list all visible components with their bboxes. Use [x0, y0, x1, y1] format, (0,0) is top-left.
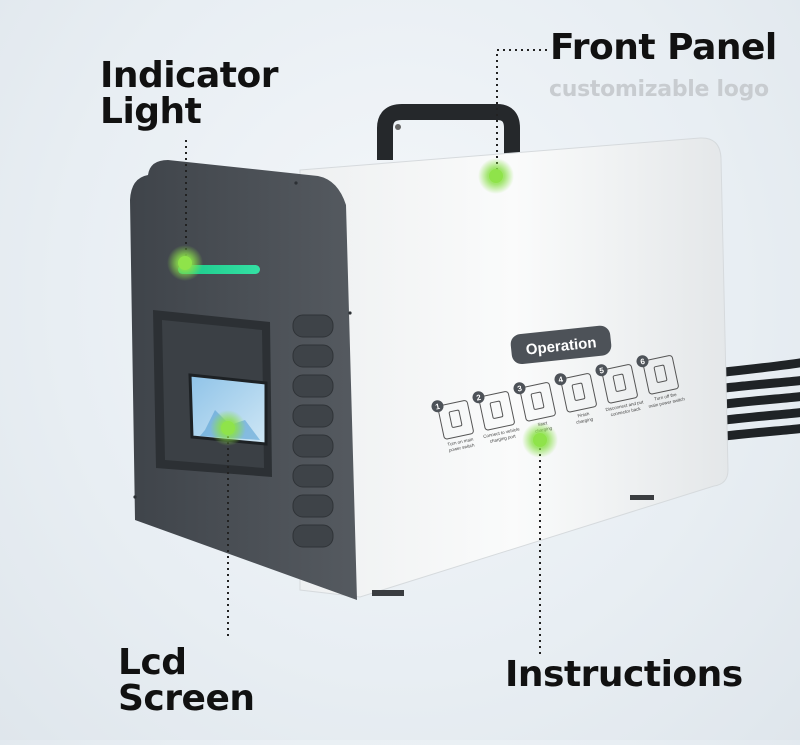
operation-badge: Operation: [510, 325, 612, 365]
step-card: [519, 382, 556, 422]
step-pictogram-icon: [571, 382, 586, 401]
step-card: [478, 391, 515, 431]
step-card: [437, 400, 474, 440]
step-pictogram-icon: [489, 400, 504, 419]
step-card: [642, 355, 679, 395]
step-number: 4: [557, 375, 564, 385]
step-pictogram-icon: [612, 373, 627, 392]
foot: [372, 590, 404, 596]
step-number-badge: [595, 364, 608, 377]
step-number-badge: [554, 373, 567, 386]
carry-handle: [377, 104, 520, 165]
step-number: 3: [516, 384, 523, 394]
foot: [630, 495, 654, 500]
lcd-screen-label: Lcd Screen: [118, 642, 255, 719]
step-card: [560, 373, 597, 413]
step-caption: Finish: [577, 411, 590, 418]
step-caption: charging: [576, 416, 594, 425]
indicator-light-line2: Light: [100, 91, 202, 132]
step-caption: connector back: [610, 406, 642, 417]
step-card: [601, 364, 638, 404]
lcd-screen-line1: Lcd: [118, 642, 187, 683]
charging-cable: [720, 358, 800, 441]
instructions-label: Instructions: [505, 654, 743, 695]
front-panel-sublabel: customizable logo: [549, 77, 769, 102]
step-number-badge: [431, 400, 444, 413]
step-caption: Turn off the: [654, 392, 678, 402]
side-vents: [292, 314, 334, 548]
leader-lines: [185, 49, 548, 655]
step-number: 5: [598, 366, 605, 376]
step-caption: power switch: [448, 442, 475, 452]
lcd-screen-line2: Screen: [118, 678, 255, 719]
step-number-badge: [636, 355, 649, 368]
step-pictogram-icon: [530, 391, 545, 410]
step-caption: charging port: [489, 433, 516, 444]
step-pictogram-icon: [653, 364, 668, 383]
indicator-light-line1: Indicator: [100, 55, 278, 96]
device-body: [299, 137, 729, 598]
step-number: 6: [639, 357, 646, 367]
step-number: 1: [434, 402, 441, 412]
hotspot-markers: [167, 158, 558, 458]
front-panel-label: Front Panel: [550, 27, 777, 68]
step-number-badge: [472, 391, 485, 404]
step-number: 2: [475, 393, 482, 403]
step-caption: Turn on main: [447, 436, 474, 446]
step-pictogram-icon: [448, 409, 463, 428]
step-number-badge: [513, 382, 526, 395]
indicator-light-label: Indicator Light: [100, 58, 278, 130]
